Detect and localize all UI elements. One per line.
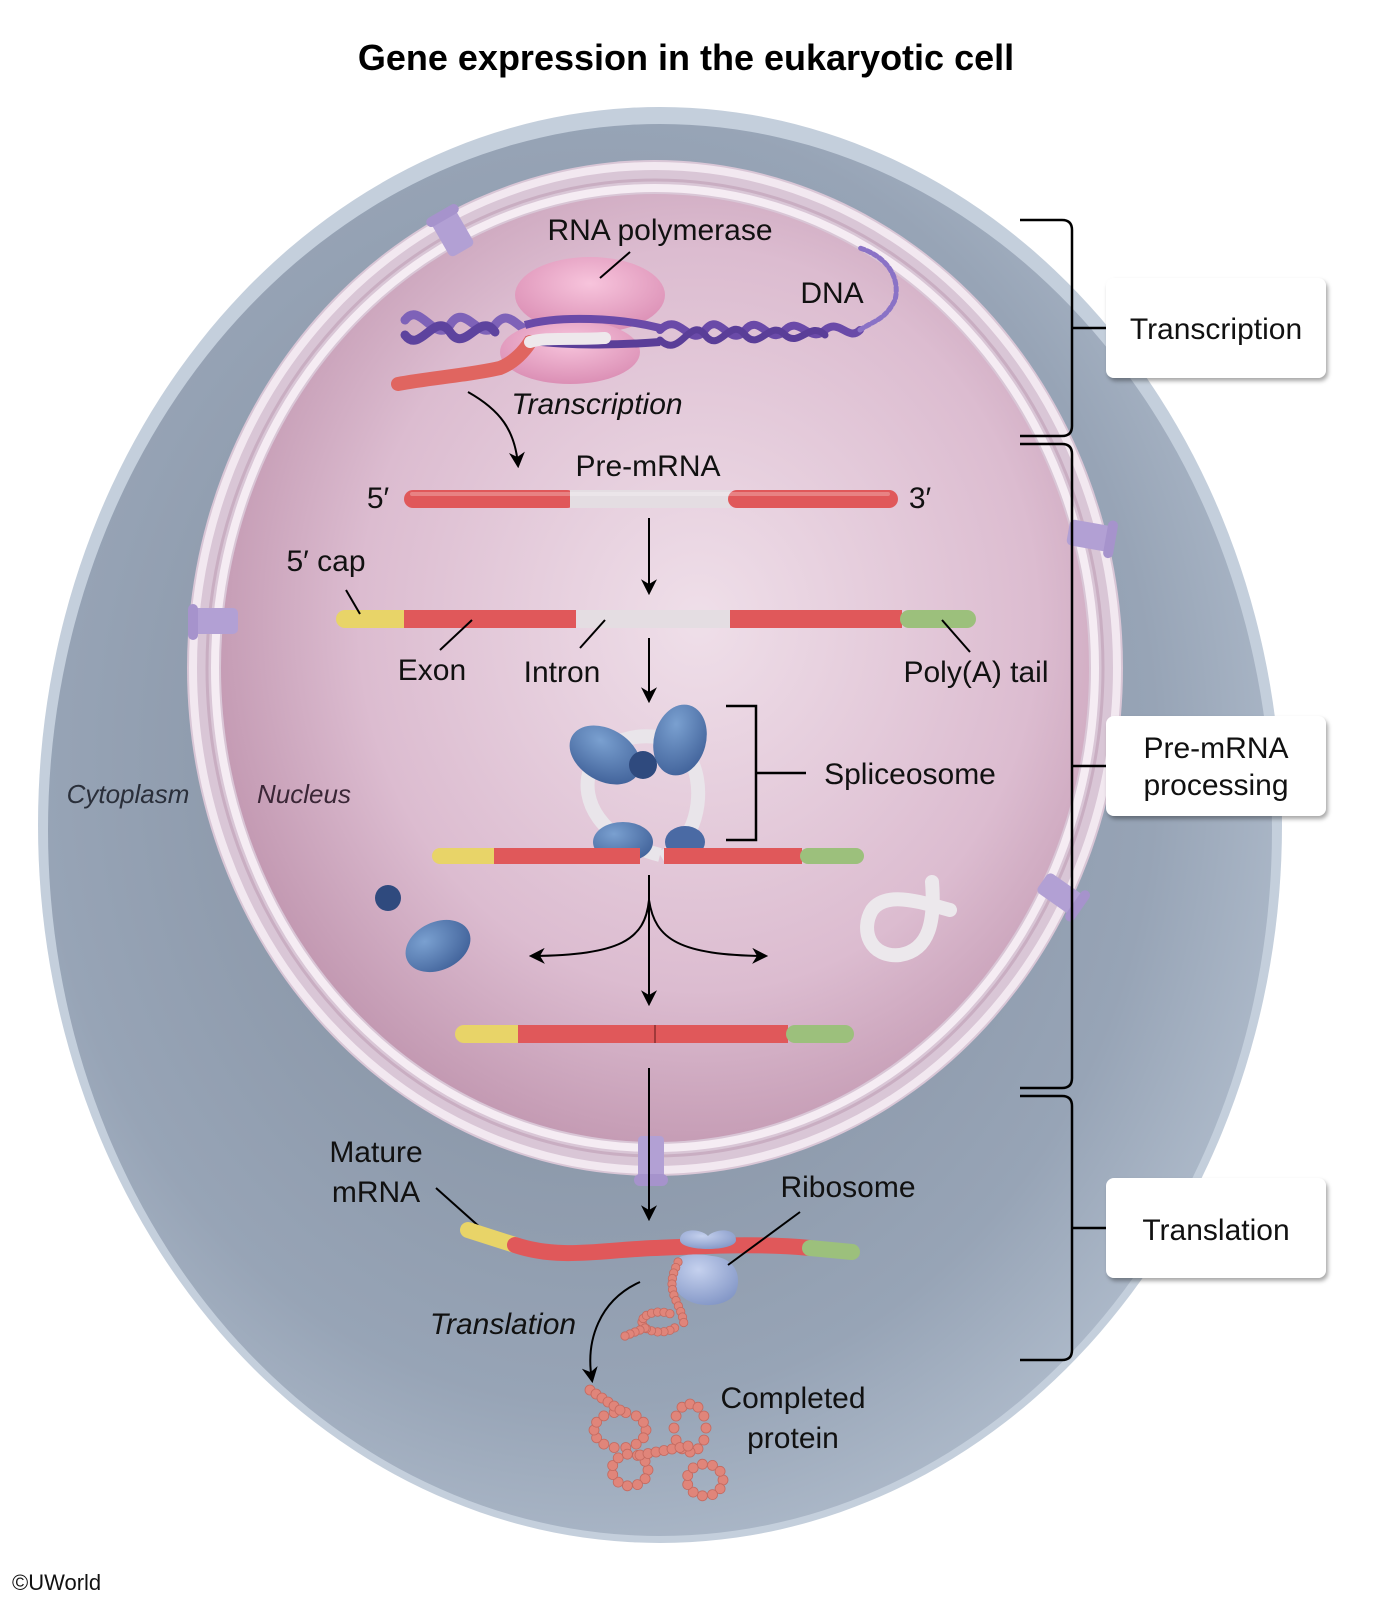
translation-arrow	[581, 1281, 641, 1384]
exon-leader	[439, 619, 473, 651]
amino-acid-bead	[707, 1489, 718, 1500]
amino-acid-bead	[714, 1483, 726, 1495]
amino-acid-bead	[630, 1410, 642, 1422]
intron-label: Intron	[524, 656, 601, 689]
nucleus-label: Nucleus	[257, 779, 351, 809]
amino-acid-bead	[697, 1490, 708, 1502]
three-prime-label: 3′	[909, 482, 932, 515]
spliced-mrna-strand	[455, 1025, 854, 1043]
stage-box-label: processing	[1143, 769, 1288, 802]
nuclear-pore	[1066, 519, 1118, 559]
amino-acid-bead	[670, 1410, 682, 1422]
poly-a-tail-label: Poly(A) tail	[903, 656, 1048, 689]
nucleus	[187, 160, 1123, 1176]
amino-acid-bead	[698, 1434, 710, 1446]
exon-label: Exon	[398, 654, 466, 687]
pre-mrna-strand	[404, 490, 898, 508]
amino-acid-bead	[697, 1458, 708, 1470]
amino-acid-bead	[682, 1479, 694, 1490]
processed-pre-mrna-strand	[336, 610, 976, 628]
mature-mrna-label-line2: mRNA	[332, 1176, 420, 1209]
rna-polymerase-label: RNA polymerase	[547, 214, 772, 247]
amino-acid-bead	[607, 1469, 619, 1480]
amino-acid-bead	[612, 1452, 624, 1464]
cap-leader	[345, 589, 361, 615]
amino-acid-bead	[692, 1401, 704, 1413]
stage-box-label: Transcription	[1130, 313, 1302, 346]
diagram-title: Gene expression in the eukaryotic cell	[358, 37, 1014, 78]
nascent-rna	[391, 332, 611, 391]
rna-polymerase-leader	[599, 251, 631, 279]
amino-acid-bead	[707, 1460, 718, 1471]
amino-acid-bead	[668, 1422, 680, 1434]
amino-acid-bead	[630, 1438, 642, 1450]
amino-acid-bead	[665, 1309, 675, 1319]
amino-acid-bead	[612, 1476, 624, 1488]
amino-acid-bead	[682, 1440, 694, 1452]
ribosome-label: Ribosome	[780, 1171, 915, 1204]
ribosome-leader	[727, 1211, 801, 1266]
amino-acid-bead	[698, 1410, 710, 1422]
cytoplasm-label: Cytoplasm	[67, 779, 190, 809]
split-arrows	[528, 875, 769, 1007]
amino-acid-bead	[687, 1486, 699, 1498]
mature-mrna-strand	[460, 1222, 860, 1262]
completed-protein-label-line2: protein	[747, 1422, 839, 1455]
amino-acid-bead	[614, 1404, 626, 1416]
spliceosome	[569, 704, 707, 865]
amino-acid-bead	[682, 1470, 694, 1481]
transcription-arrow	[467, 391, 525, 469]
stage-bracket-translation	[1020, 1094, 1106, 1362]
nuclear-pore	[634, 1136, 668, 1186]
amino-acid-bead	[687, 1462, 699, 1474]
stage-bracket-processing	[1020, 442, 1106, 1090]
amino-acid-bead	[620, 1331, 630, 1341]
spliceosome-bracket	[726, 704, 806, 842]
amino-acid-bead	[598, 1438, 610, 1450]
completed-protein	[584, 1384, 729, 1502]
nuclear-pore	[188, 604, 238, 640]
amino-acid-bead	[622, 1480, 633, 1492]
ribosome	[671, 1230, 739, 1306]
spliceosome-label: Spliceosome	[824, 758, 996, 791]
amino-acid-bead	[591, 1416, 602, 1428]
amino-acid-bead	[607, 1460, 619, 1471]
five-prime-cap-label: 5′ cap	[286, 545, 365, 578]
stage-box-transcription: Transcription	[1106, 278, 1326, 378]
excised-intron-lariat	[860, 875, 957, 963]
amino-acid-bead	[622, 1448, 633, 1460]
stage-box-translation: Translation	[1106, 1178, 1326, 1278]
mature-mrna-label-line1: Mature	[329, 1136, 422, 1169]
amino-acid-bead	[639, 1473, 651, 1485]
released-snrnp	[375, 885, 471, 973]
pre-mrna-label: Pre-mRNA	[575, 450, 720, 483]
nascent-polypeptide	[620, 1257, 689, 1341]
transcription-process-label: Transcription	[511, 388, 682, 421]
amino-acid-bead	[714, 1465, 726, 1477]
amino-acid-bead	[638, 1416, 649, 1428]
amino-acid-bead	[700, 1422, 712, 1434]
copyright: ©UWorld	[12, 1570, 101, 1595]
amino-acid-bead	[679, 1317, 689, 1328]
translation-process-label: Translation	[430, 1308, 576, 1341]
poly-a-leader	[941, 619, 971, 653]
stage-box-label: Translation	[1142, 1214, 1289, 1247]
amino-acid-bead	[638, 1432, 649, 1444]
stage-box-pre-mrna-processing: Pre-mRNA processing	[1106, 716, 1326, 816]
amino-acid-bead	[632, 1479, 643, 1490]
five-prime-label: 5′	[367, 482, 390, 515]
amino-acid-bead	[608, 1442, 620, 1453]
intron-leader	[579, 619, 606, 649]
dna-helix	[400, 245, 899, 349]
stage-bracket-transcription	[1020, 218, 1106, 438]
completed-protein-label-line1: Completed	[720, 1382, 865, 1415]
amino-acid-bead	[598, 1410, 610, 1422]
splicing-strand	[432, 848, 864, 864]
dna-label: DNA	[800, 277, 863, 310]
nuclear-pore	[426, 204, 474, 257]
stage-box-label: Pre-mRNA	[1143, 732, 1288, 765]
